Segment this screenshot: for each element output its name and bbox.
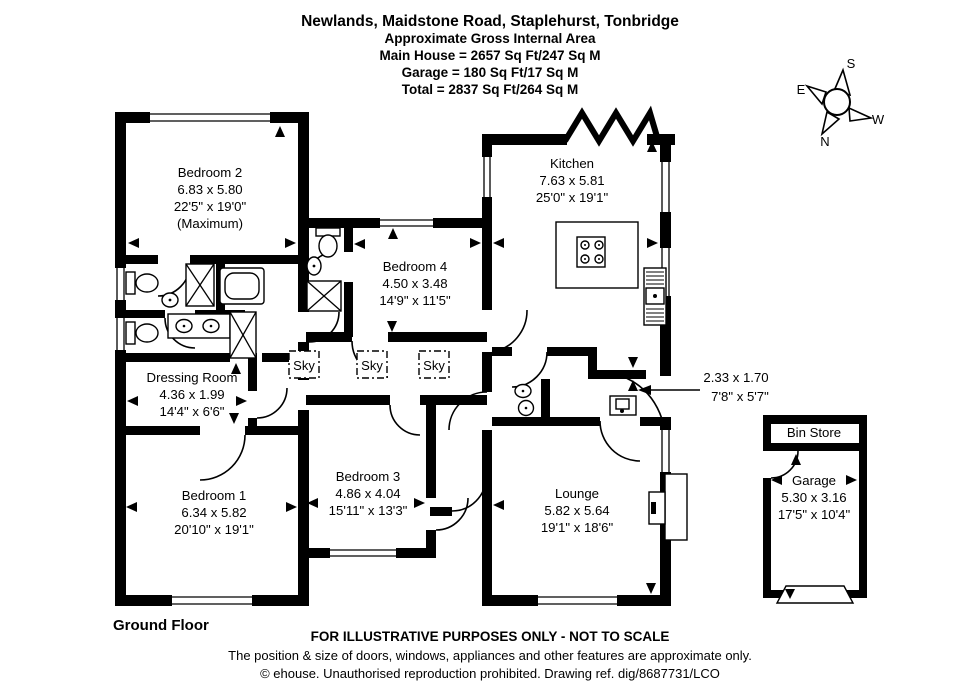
disclaimer-scale: FOR ILLUSTRATIVE PURPOSES ONLY - NOT TO … bbox=[311, 629, 670, 644]
window bbox=[660, 430, 671, 472]
sink-icon bbox=[514, 383, 532, 399]
window bbox=[115, 318, 126, 350]
room-imperial: 7'8" x 5'7" bbox=[711, 389, 769, 404]
room-label-dressing-room: Dressing Room 4.36 x 1.99 14'4" x 6'6" bbox=[147, 370, 238, 419]
window bbox=[660, 162, 671, 212]
shower-icon bbox=[306, 280, 342, 312]
room-metric: 5.30 x 3.16 bbox=[781, 490, 846, 505]
room-name: Bin Store bbox=[787, 425, 841, 440]
room-label-bin-store: Bin Store bbox=[787, 425, 841, 440]
room-imperial: 20'10" x 19'1" bbox=[174, 522, 254, 537]
area-garage: Garage = 180 Sq Ft/17 Sq M bbox=[402, 65, 579, 80]
compass-e: E bbox=[797, 82, 806, 97]
windows bbox=[115, 112, 671, 606]
room-name: Kitchen bbox=[550, 156, 594, 171]
kitchen-island bbox=[555, 221, 639, 289]
footer: Ground Floor FOR ILLUSTRATIVE PURPOSES O… bbox=[113, 617, 752, 681]
measure-arrows bbox=[126, 126, 857, 599]
room-label-lounge: Lounge 5.82 x 5.64 19'1" x 18'6" bbox=[541, 486, 614, 535]
compass-s: S bbox=[847, 56, 856, 71]
compass-icon: S E W N bbox=[797, 56, 885, 149]
room-label-garage: Garage 5.30 x 3.16 17'5" x 10'4" bbox=[778, 473, 851, 522]
window bbox=[380, 218, 433, 228]
toilet-icon bbox=[609, 395, 637, 416]
compass-n: N bbox=[820, 134, 829, 149]
area-total: Total = 2837 Sq Ft/264 Sq M bbox=[402, 82, 578, 97]
shower-icon bbox=[229, 311, 257, 359]
room-imperial: 19'1" x 18'6" bbox=[541, 520, 614, 535]
lobby-arrow bbox=[638, 385, 700, 395]
floor-label: Ground Floor bbox=[113, 617, 209, 634]
room-metric: 2.33 x 1.70 bbox=[703, 370, 768, 385]
room-imperial: 17'5" x 10'4" bbox=[778, 507, 851, 522]
room-metric: 4.36 x 1.99 bbox=[159, 387, 224, 402]
room-metric: 4.86 x 4.04 bbox=[335, 486, 400, 501]
room-imperial: 14'9" x 11'5" bbox=[379, 293, 451, 308]
room-metric: 7.63 x 5.81 bbox=[539, 173, 604, 188]
room-imperial: 22'5" x 19'0" bbox=[174, 199, 247, 214]
room-imperial: 15'11" x 13'3" bbox=[329, 503, 408, 518]
window bbox=[330, 548, 396, 558]
area-main-house: Main House = 2657 Sq Ft/247 Sq M bbox=[380, 48, 601, 63]
room-label-kitchen: Kitchen 7.63 x 5.81 25'0" x 19'1" bbox=[536, 156, 609, 205]
bathtub-icon bbox=[219, 267, 265, 305]
room-label-bedroom-1: Bedroom 1 6.34 x 5.82 20'10" x 19'1" bbox=[174, 488, 254, 537]
garage-door bbox=[775, 585, 855, 604]
room-label-bedroom-3: Bedroom 3 4.86 x 4.04 15'11" x 13'3" bbox=[329, 469, 408, 518]
room-labels: Bedroom 2 6.83 x 5.80 22'5" x 19'0" (Max… bbox=[147, 156, 851, 537]
plan-subtitle: Approximate Gross Internal Area bbox=[384, 31, 596, 46]
fireplace-icon bbox=[648, 473, 688, 541]
shower-icon bbox=[185, 263, 215, 307]
room-label-bedroom-4: Bedroom 4 4.50 x 3.48 14'9" x 11'5" bbox=[379, 259, 451, 308]
room-name: Bedroom 3 bbox=[336, 469, 401, 484]
fixtures bbox=[125, 221, 855, 604]
oven-icon bbox=[643, 267, 667, 326]
vanity-sinks-icon bbox=[167, 313, 231, 339]
skylights: Sky Sky Sky bbox=[288, 350, 450, 379]
skylight-label: Sky bbox=[361, 358, 383, 373]
window bbox=[172, 595, 252, 606]
room-imperial: 25'0" x 19'1" bbox=[536, 190, 609, 205]
zigzag-wall bbox=[562, 105, 661, 147]
window bbox=[538, 595, 617, 606]
room-metric: 6.83 x 5.80 bbox=[177, 182, 242, 197]
sink-icon bbox=[306, 256, 322, 276]
toilet-icon bbox=[125, 321, 159, 345]
copyright-line: © ehouse. Unauthorised reproduction proh… bbox=[260, 666, 720, 681]
room-name: Bedroom 2 bbox=[178, 165, 243, 180]
room-note: (Maximum) bbox=[177, 216, 243, 231]
room-label-lobby: 2.33 x 1.70 7'8" x 5'7" bbox=[703, 370, 769, 404]
toilet-icon bbox=[315, 227, 341, 258]
skylight-label: Sky bbox=[423, 358, 445, 373]
room-label-bedroom-2: Bedroom 2 6.83 x 5.80 22'5" x 19'0" (Max… bbox=[174, 165, 247, 231]
toilet-icon bbox=[517, 399, 535, 417]
window bbox=[482, 157, 492, 197]
toilet-icon bbox=[125, 271, 159, 295]
room-imperial: 14'4" x 6'6" bbox=[160, 404, 225, 419]
compass-w: W bbox=[872, 112, 885, 127]
skylight-label: Sky bbox=[293, 358, 315, 373]
room-name: Garage bbox=[792, 473, 836, 488]
window bbox=[115, 268, 126, 300]
plan-title: Newlands, Maidstone Road, Staplehurst, T… bbox=[301, 13, 679, 30]
room-metric: 5.82 x 5.64 bbox=[544, 503, 609, 518]
room-name: Dressing Room bbox=[147, 370, 238, 385]
room-name: Bedroom 1 bbox=[182, 488, 247, 503]
room-name: Lounge bbox=[555, 486, 599, 501]
room-metric: 4.50 x 3.48 bbox=[382, 276, 447, 291]
window bbox=[150, 112, 270, 123]
header: Newlands, Maidstone Road, Staplehurst, T… bbox=[301, 13, 679, 97]
disclaimer-features: The position & size of doors, windows, a… bbox=[228, 648, 752, 663]
room-name: Bedroom 4 bbox=[383, 259, 448, 274]
room-metric: 6.34 x 5.82 bbox=[181, 505, 246, 520]
sink-icon bbox=[161, 292, 179, 308]
